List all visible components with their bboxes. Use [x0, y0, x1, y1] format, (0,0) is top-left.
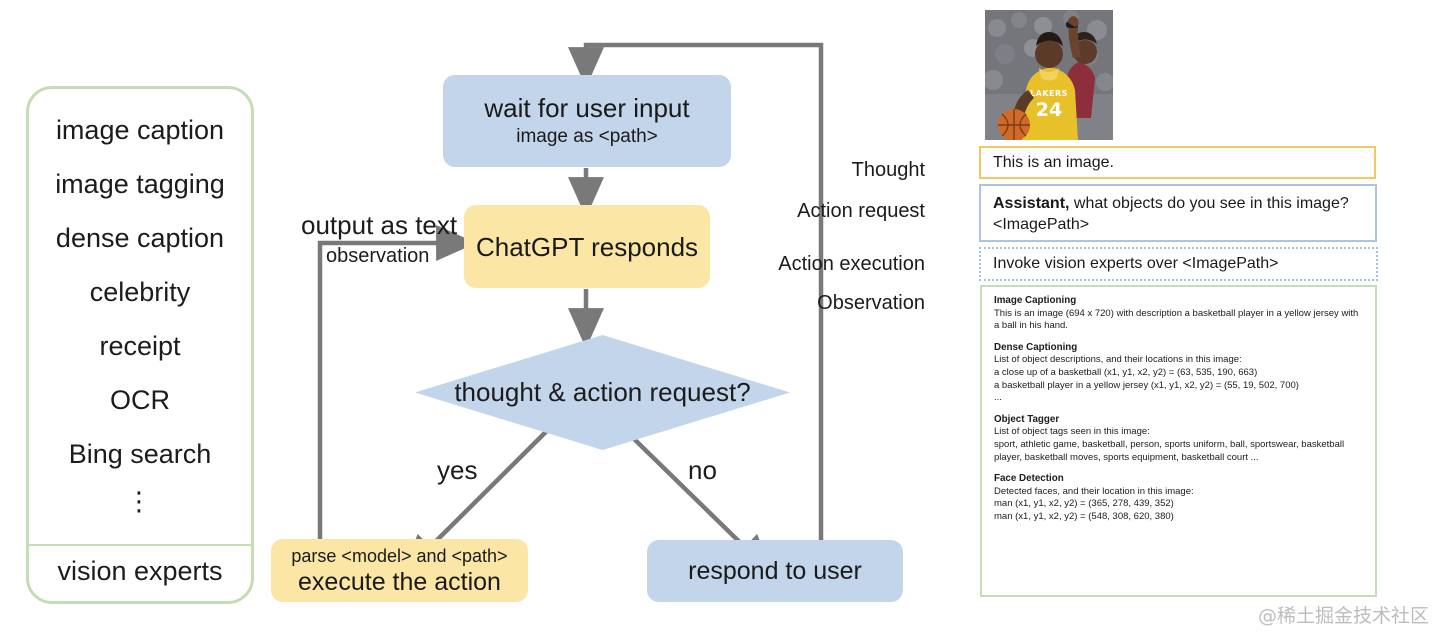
vision-experts-footer-label: vision experts: [57, 556, 223, 586]
list-item: OCR: [110, 385, 170, 415]
edge-label-output-as-text: output as text: [301, 210, 458, 240]
vision-experts-list: image caption image tagging dense captio…: [29, 89, 251, 546]
thought-box: This is an image.: [979, 146, 1376, 179]
watermark: @稀土掘金技术社区: [1258, 605, 1430, 627]
observation-section-heading: Dense Captioning: [994, 341, 1078, 353]
svg-text:24: 24: [1036, 99, 1062, 121]
observation-section: Face Detection Detected faces, and their…: [994, 473, 1365, 523]
action-request-box: Assistant, what objects do you see in th…: [979, 184, 1377, 242]
label-thought: Thought: [851, 159, 925, 181]
node-parse-title: execute the action: [298, 567, 501, 596]
list-item: image tagging: [55, 169, 225, 199]
node-chatgpt-title: ChatGPT responds: [475, 231, 699, 262]
action-execution-text: Invoke vision experts over <ImagePath>: [993, 255, 1279, 272]
action-request-speaker: Assistant,: [993, 195, 1070, 212]
node-respond-title: respond to user: [688, 557, 862, 585]
observation-section: Object Tagger List of object tags seen i…: [994, 414, 1365, 464]
action-request-text: what objects do you see in this image? <…: [993, 195, 1349, 233]
list-item: image caption: [55, 115, 225, 145]
node-decision-label: thought & action request?: [454, 377, 751, 407]
node-decision-thought-and-action-request: thought & action request?: [415, 335, 790, 450]
observation-section: Image Captioning This is an image (694 x…: [994, 295, 1365, 333]
input-image-thumbnail: 24 LAKERS: [985, 10, 1113, 140]
svg-text:LAKERS: LAKERS: [1030, 89, 1068, 98]
edge-label-yes: yes: [437, 455, 478, 485]
list-item: celebrity: [89, 277, 191, 307]
observation-box: Image Captioning This is an image (694 x…: [980, 285, 1377, 597]
node-wait-title: wait for user input: [484, 93, 690, 123]
list-item: dense caption: [55, 223, 225, 253]
node-chatgpt-responds: ChatGPT responds: [464, 205, 710, 288]
observation-section-text: Detected faces, and their location in th…: [994, 485, 1194, 522]
node-respond-to-user: respond to user: [647, 540, 903, 602]
label-observation: Observation: [817, 292, 925, 314]
observation-section-heading: Image Captioning: [994, 295, 1077, 306]
observation-section-text: List of object tags seen in this image: …: [994, 426, 1345, 463]
vertical-ellipsis-icon: ⋮: [126, 486, 154, 516]
node-wait-subtitle: image as <path>: [516, 126, 658, 147]
edge-label-no: no: [688, 455, 717, 485]
observation-section-text: This is an image (694 x 720) with descri…: [994, 307, 1359, 332]
node-parse-subtitle: parse <model> and <path>: [291, 545, 508, 566]
list-item: receipt: [99, 331, 181, 361]
label-action-execution: Action execution: [778, 253, 925, 275]
node-parse-and-execute: parse <model> and <path> execute the act…: [271, 539, 528, 602]
observation-section: Dense Captioning List of object descript…: [994, 342, 1365, 405]
observation-section-heading: Face Detection: [994, 473, 1064, 485]
action-execution-box: Invoke vision experts over <ImagePath>: [979, 247, 1378, 281]
vision-experts-panel: image caption image tagging dense captio…: [26, 86, 254, 604]
node-wait-for-user-input: wait for user input image as <path>: [443, 75, 731, 167]
edge-label-observation: observation: [326, 245, 430, 267]
thought-text: This is an image.: [993, 153, 1114, 171]
observation-section-text: List of object descriptions, and their l…: [994, 354, 1299, 404]
label-action-request: Action request: [797, 200, 925, 222]
observation-section-heading: Object Tagger: [994, 413, 1060, 425]
list-item: Bing search: [68, 439, 212, 469]
